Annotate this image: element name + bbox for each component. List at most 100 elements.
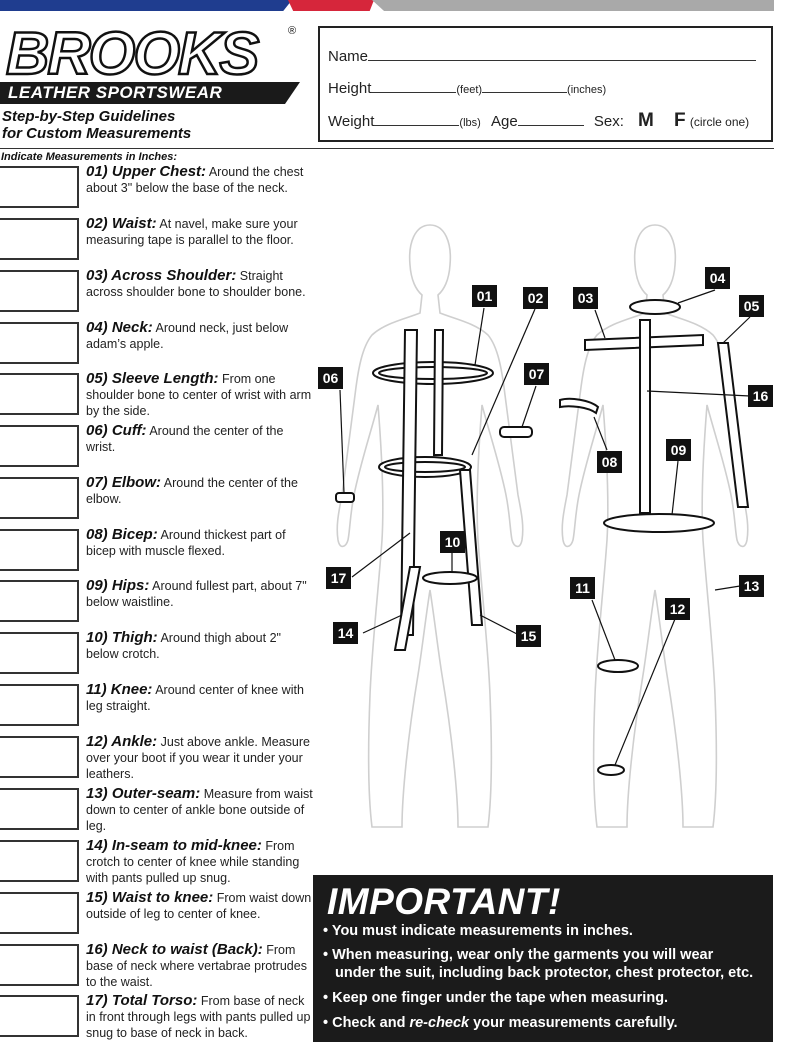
svg-text:10: 10 bbox=[445, 534, 461, 550]
callout-13: 13 bbox=[739, 575, 764, 597]
measurement-instruction-12: 12) Ankle: Just above ankle. Measure ove… bbox=[86, 733, 311, 782]
measurement-input-06[interactable] bbox=[0, 425, 79, 467]
measurement-input-15[interactable] bbox=[0, 892, 79, 934]
height-inches-field[interactable] bbox=[482, 80, 568, 93]
stripe-gray bbox=[372, 0, 774, 11]
svg-text:06: 06 bbox=[323, 370, 339, 386]
svg-text:17: 17 bbox=[331, 570, 347, 586]
callout-09: 09 bbox=[666, 439, 691, 461]
svg-text:16: 16 bbox=[753, 388, 769, 404]
measurement-input-16[interactable] bbox=[0, 944, 79, 986]
sex-male-option[interactable]: M bbox=[638, 110, 654, 131]
callout-05: 05 bbox=[739, 295, 764, 317]
measurement-instruction-07: 07) Elbow: Around the center of the elbo… bbox=[86, 474, 298, 507]
name-row: Name bbox=[328, 48, 757, 65]
height-row: Height(feet)(inches) bbox=[328, 80, 607, 97]
measurement-instruction-09: 09) Hips: Around fullest part, about 7" … bbox=[86, 577, 307, 610]
svg-text:01: 01 bbox=[477, 288, 493, 304]
svg-text:05: 05 bbox=[744, 298, 760, 314]
important-bullet-4: • Check and re-check your measurements c… bbox=[323, 1015, 678, 1031]
measurement-input-11[interactable] bbox=[0, 684, 79, 726]
measurement-instruction-08: 08) Bicep: Around thickest part of bicep… bbox=[86, 526, 286, 559]
measurement-input-08[interactable] bbox=[0, 529, 79, 571]
measurement-input-09[interactable] bbox=[0, 580, 79, 622]
measurement-instruction-01: 01) Upper Chest: Around the chest about … bbox=[86, 163, 304, 196]
svg-text:04: 04 bbox=[710, 270, 726, 286]
measurement-instruction-15: 15) Waist to knee: From waist down outsi… bbox=[86, 889, 312, 922]
body-diagram: 01 02 03 04 05 06 07 08 09 10 11 12 13 14 15 16 17 bbox=[318, 224, 773, 828]
front-body-outline bbox=[336, 224, 524, 828]
svg-text:07: 07 bbox=[529, 366, 545, 382]
measurement-instruction-13: 13) Outer-seam: Measure from waist down … bbox=[86, 785, 313, 834]
age-field[interactable] bbox=[517, 113, 584, 126]
height-feet-field[interactable] bbox=[371, 80, 457, 93]
important-bullet-2-cont: under the suit, including back protector… bbox=[335, 965, 754, 981]
measurement-input-10[interactable] bbox=[0, 632, 79, 674]
measurement-input-14[interactable] bbox=[0, 840, 79, 882]
neck-to-waist-tape bbox=[639, 319, 651, 514]
inseam-tape bbox=[393, 566, 422, 651]
svg-text:09: 09 bbox=[671, 442, 687, 458]
measurement-instruction-03: 03) Across Shoulder: Straight across sho… bbox=[86, 267, 306, 300]
measurement-input-02[interactable] bbox=[0, 218, 79, 260]
svg-text:11: 11 bbox=[575, 580, 590, 596]
callout-07: 07 bbox=[524, 363, 549, 385]
cuff-tape bbox=[335, 492, 355, 503]
callout-08: 08 bbox=[597, 451, 622, 473]
indicate-label: Indicate Measurements in Inches: bbox=[1, 151, 178, 163]
elbow-tape bbox=[499, 426, 533, 438]
personal-info-box: Name Height(feet)(inches) Weight(lbs) Ag… bbox=[318, 26, 773, 142]
measurement-input-01[interactable] bbox=[0, 166, 79, 208]
callout-labels: 01 02 03 04 05 06 07 08 09 10 11 12 13 14 15 16 17 bbox=[318, 267, 773, 647]
callout-01: 01 bbox=[472, 285, 497, 307]
callout-02: 02 bbox=[523, 287, 548, 309]
leader-lines bbox=[339, 289, 751, 766]
neck-tape bbox=[629, 299, 681, 315]
weight-field[interactable] bbox=[374, 113, 460, 126]
important-title: IMPORTANT! bbox=[327, 881, 561, 922]
name-field[interactable] bbox=[368, 48, 757, 61]
brand-tagline: LEATHER SPORTSWEAR bbox=[8, 83, 223, 102]
brand-tagline-bar: LEATHER SPORTSWEAR bbox=[0, 82, 300, 104]
measurement-input-13[interactable] bbox=[0, 788, 79, 830]
important-bullet-2: • When measuring, wear only the garments… bbox=[323, 947, 714, 963]
measurement-input-05[interactable] bbox=[0, 373, 79, 415]
measurement-input-04[interactable] bbox=[0, 322, 79, 364]
measurement-input-07[interactable] bbox=[0, 477, 79, 519]
callout-12: 12 bbox=[665, 598, 690, 620]
svg-text:13: 13 bbox=[744, 578, 760, 594]
measurement-instruction-04: 04) Neck: Around neck, just below adam’s… bbox=[86, 319, 289, 352]
sex-female-option[interactable]: F bbox=[674, 110, 686, 131]
callout-03: 03 bbox=[573, 287, 598, 309]
callout-14: 14 bbox=[333, 622, 358, 644]
measurement-instruction-02: 02) Waist: At navel, make sure your meas… bbox=[86, 215, 298, 248]
logo-text: BROOKS bbox=[6, 22, 259, 82]
svg-text:15: 15 bbox=[521, 628, 537, 644]
hips-tape bbox=[603, 513, 715, 533]
measurement-input-12[interactable] bbox=[0, 736, 79, 778]
knee-tape bbox=[597, 659, 639, 673]
svg-text:®: ® bbox=[288, 25, 296, 37]
svg-text:08: 08 bbox=[602, 454, 618, 470]
svg-text:03: 03 bbox=[578, 290, 594, 306]
important-bullet-1: • You must indicate measurements in inch… bbox=[323, 923, 633, 939]
measurement-input-03[interactable] bbox=[0, 270, 79, 312]
callout-16: 16 bbox=[748, 385, 773, 407]
measurement-instruction-14: 14) In-seam to mid-knee: From crotch to … bbox=[86, 837, 300, 886]
thigh-tape bbox=[422, 571, 478, 585]
total-torso-tape bbox=[399, 329, 419, 636]
stripe-red bbox=[288, 0, 374, 11]
sleeve-length-tape bbox=[716, 342, 750, 508]
measurement-instruction-11: 11) Knee: Around center of knee with leg… bbox=[86, 681, 304, 714]
stripe-blue bbox=[0, 0, 292, 11]
callout-06: 06 bbox=[318, 367, 343, 389]
measurement-instruction-16: 16) Neck to waist (Back): From base of n… bbox=[86, 941, 307, 990]
svg-text:14: 14 bbox=[338, 625, 354, 641]
brooks-logo: BROOKS ® bbox=[5, 22, 296, 82]
bicep-tape bbox=[559, 397, 600, 415]
measurement-input-17[interactable] bbox=[0, 995, 79, 1037]
measuring-tapes bbox=[335, 299, 750, 776]
measurement-instruction-06: 06) Cuff: Around the center of the wrist… bbox=[86, 422, 284, 455]
measurement-instruction-17: 17) Total Torso: From base of neck in fr… bbox=[86, 992, 311, 1041]
callout-04: 04 bbox=[705, 267, 730, 289]
